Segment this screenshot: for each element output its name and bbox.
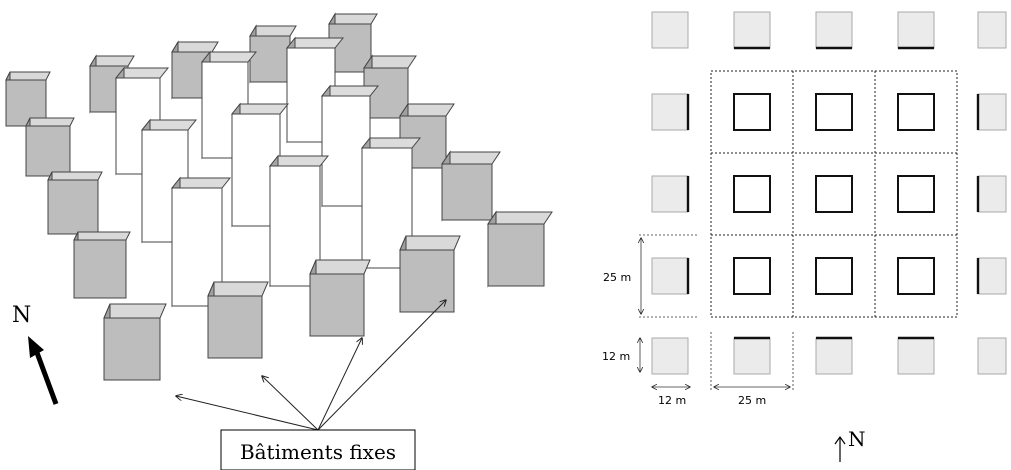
fixed-building-left-1-top bbox=[5, 71, 51, 81]
plan-dimensions bbox=[639, 234, 794, 390]
fixed-building-right-4-face bbox=[487, 223, 545, 287]
callout-box: Bâtiments fixes bbox=[220, 429, 416, 470]
north-label-right: N bbox=[848, 427, 866, 451]
north-arrow-left-shaft bbox=[33, 349, 59, 405]
plan-building-r3-c3 bbox=[815, 175, 853, 213]
north-arrow-right: N bbox=[834, 427, 866, 462]
fixed-building-right-3-face bbox=[441, 163, 493, 221]
fixed-building-back-4-top bbox=[89, 55, 135, 67]
plan-building-r3-c5 bbox=[977, 175, 1007, 213]
plan-building-r5-c1 bbox=[651, 337, 689, 375]
fixed-building-left-4-top bbox=[73, 231, 131, 241]
fixed-building-left-4-face bbox=[73, 239, 127, 299]
plan-building-r5-c5 bbox=[977, 337, 1007, 375]
fixed-building-back-2-face bbox=[249, 35, 291, 83]
tall-building-8-top bbox=[268, 155, 330, 167]
fixed-building-front-4-top bbox=[103, 303, 167, 319]
fixed-building-right-4 bbox=[487, 210, 553, 288]
dim-25m-vertical-label: 25 m bbox=[603, 271, 631, 284]
callout-label: Bâtiments fixes bbox=[240, 440, 396, 464]
fixed-building-front-4-face bbox=[103, 317, 161, 381]
plan-building-r1-c1 bbox=[651, 11, 689, 49]
plan-building-r2-c2 bbox=[733, 93, 771, 131]
fixed-building-left-3-top bbox=[47, 171, 103, 181]
north-arrow-right-head bbox=[834, 435, 846, 445]
fixed-building-left-2-face bbox=[25, 125, 71, 177]
tall-building-8 bbox=[268, 154, 330, 288]
fixed-building-left-2-top bbox=[25, 117, 75, 127]
plan-building-r3-c2 bbox=[733, 175, 771, 213]
plan-building-r4-c5 bbox=[977, 257, 1007, 295]
dim-25m-horizontal-label: 25 m bbox=[738, 394, 766, 407]
plan-building-r4-c2 bbox=[733, 257, 771, 295]
fixed-building-right-3-top bbox=[441, 151, 501, 165]
plan-grid-outline bbox=[710, 70, 958, 318]
fixed-building-back-2-top bbox=[249, 25, 297, 37]
plan-building-r3-c1 bbox=[651, 175, 689, 213]
tall-building-7-top bbox=[360, 137, 422, 149]
callout-box-frame bbox=[220, 429, 416, 470]
fixed-building-back-3-top bbox=[171, 41, 219, 53]
callout-line-3 bbox=[317, 338, 362, 431]
fixed-building-front-2-face bbox=[309, 273, 365, 337]
fixed-building-left-3-face bbox=[47, 179, 99, 235]
tall-building-9-top bbox=[170, 177, 232, 189]
fixed-building-left-3 bbox=[47, 171, 103, 235]
fixed-building-left-4 bbox=[73, 231, 131, 299]
fixed-building-front-3-face bbox=[207, 295, 263, 359]
fixed-building-front-1 bbox=[399, 235, 461, 313]
fixed-building-left-2 bbox=[25, 117, 75, 177]
fixed-building-back-1-top bbox=[328, 13, 378, 25]
fixed-building-right-4-top bbox=[487, 211, 553, 225]
dim-12m-vertical-label: 12 m bbox=[602, 350, 630, 363]
plan-building-r1-c4 bbox=[897, 11, 935, 49]
plan-building-r4-c1 bbox=[651, 257, 689, 295]
tall-building-8-face bbox=[269, 165, 321, 287]
plan-view bbox=[651, 11, 1007, 375]
north-label-left: N bbox=[12, 303, 31, 328]
north-arrow-left-head bbox=[28, 336, 44, 358]
plan-building-r3-c4 bbox=[897, 175, 935, 213]
callout-lines bbox=[176, 300, 446, 431]
callout-line-1 bbox=[176, 396, 319, 431]
dim-12m-horizontal-label: 12 m bbox=[658, 394, 686, 407]
fixed-building-front-2 bbox=[309, 259, 371, 337]
plan-building-r2-c1 bbox=[651, 93, 689, 131]
plan-building-r2-c3 bbox=[815, 93, 853, 131]
plan-building-r5-c3 bbox=[815, 337, 853, 375]
plan-building-r2-c4 bbox=[897, 93, 935, 131]
fixed-building-front-3 bbox=[207, 281, 269, 359]
plan-building-r4-c3 bbox=[815, 257, 853, 295]
fixed-building-front-1-face bbox=[399, 249, 455, 313]
plan-building-r1-c3 bbox=[815, 11, 853, 49]
plan-building-r5-c4 bbox=[897, 337, 935, 375]
fixed-building-front-1-top bbox=[399, 235, 461, 251]
plan-building-r1-c2 bbox=[733, 11, 771, 49]
plan-cell-grid bbox=[710, 70, 958, 318]
fixed-building-back-1-face bbox=[328, 23, 372, 73]
callout-line-4 bbox=[317, 300, 446, 431]
fixed-building-front-2-top bbox=[309, 259, 371, 275]
isometric-view bbox=[5, 12, 553, 381]
fixed-building-front-4 bbox=[103, 303, 167, 381]
fixed-building-front-3-top bbox=[207, 281, 269, 297]
plan-building-r4-c4 bbox=[897, 257, 935, 295]
plan-building-r5-c2 bbox=[733, 337, 771, 375]
plan-building-r2-c5 bbox=[977, 93, 1007, 131]
north-arrow-left: N bbox=[12, 303, 59, 405]
fixed-building-right-3 bbox=[441, 150, 501, 222]
plan-building-r1-c5 bbox=[977, 11, 1007, 49]
callout-line-2 bbox=[262, 376, 319, 431]
